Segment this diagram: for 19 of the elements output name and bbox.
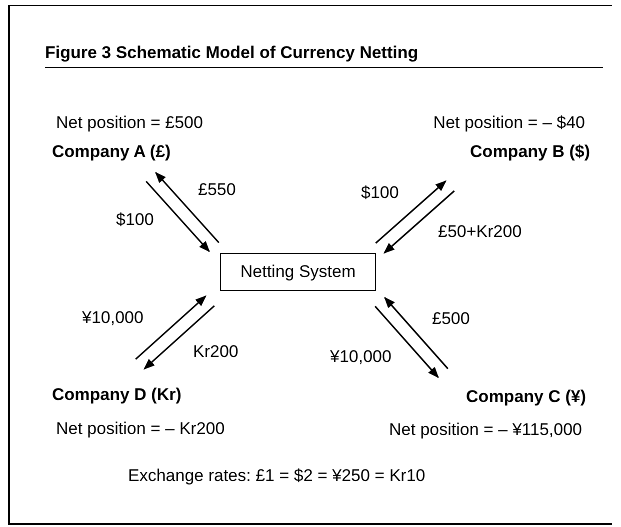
arrow [155, 172, 220, 244]
company-label: Company A (£) [52, 140, 202, 164]
figure-title: Figure 3 Schematic Model of Currency Netting [45, 42, 418, 64]
company-label: Company C (¥) [430, 385, 586, 409]
arrow [135, 295, 206, 360]
net-position-text: Net position = – $40 [432, 112, 585, 134]
process-box: Netting System [220, 253, 376, 291]
net-position-text: Net position = – ¥115,000 [388, 419, 582, 441]
arrow [375, 180, 447, 244]
net-position-text: Net position = – Kr200 [56, 418, 226, 440]
arrow [146, 180, 210, 252]
arrow [374, 306, 439, 378]
arrow [383, 190, 455, 254]
company-label: Company D (Kr) [52, 383, 212, 407]
net-position-text: Net position = £500 [56, 112, 204, 134]
company-label: Company B ($) [440, 140, 590, 164]
arrow [144, 305, 215, 370]
note-text: Exchange rates: £1 = $2 = ¥250 = Kr10 [128, 465, 426, 487]
arrow [384, 296, 448, 370]
